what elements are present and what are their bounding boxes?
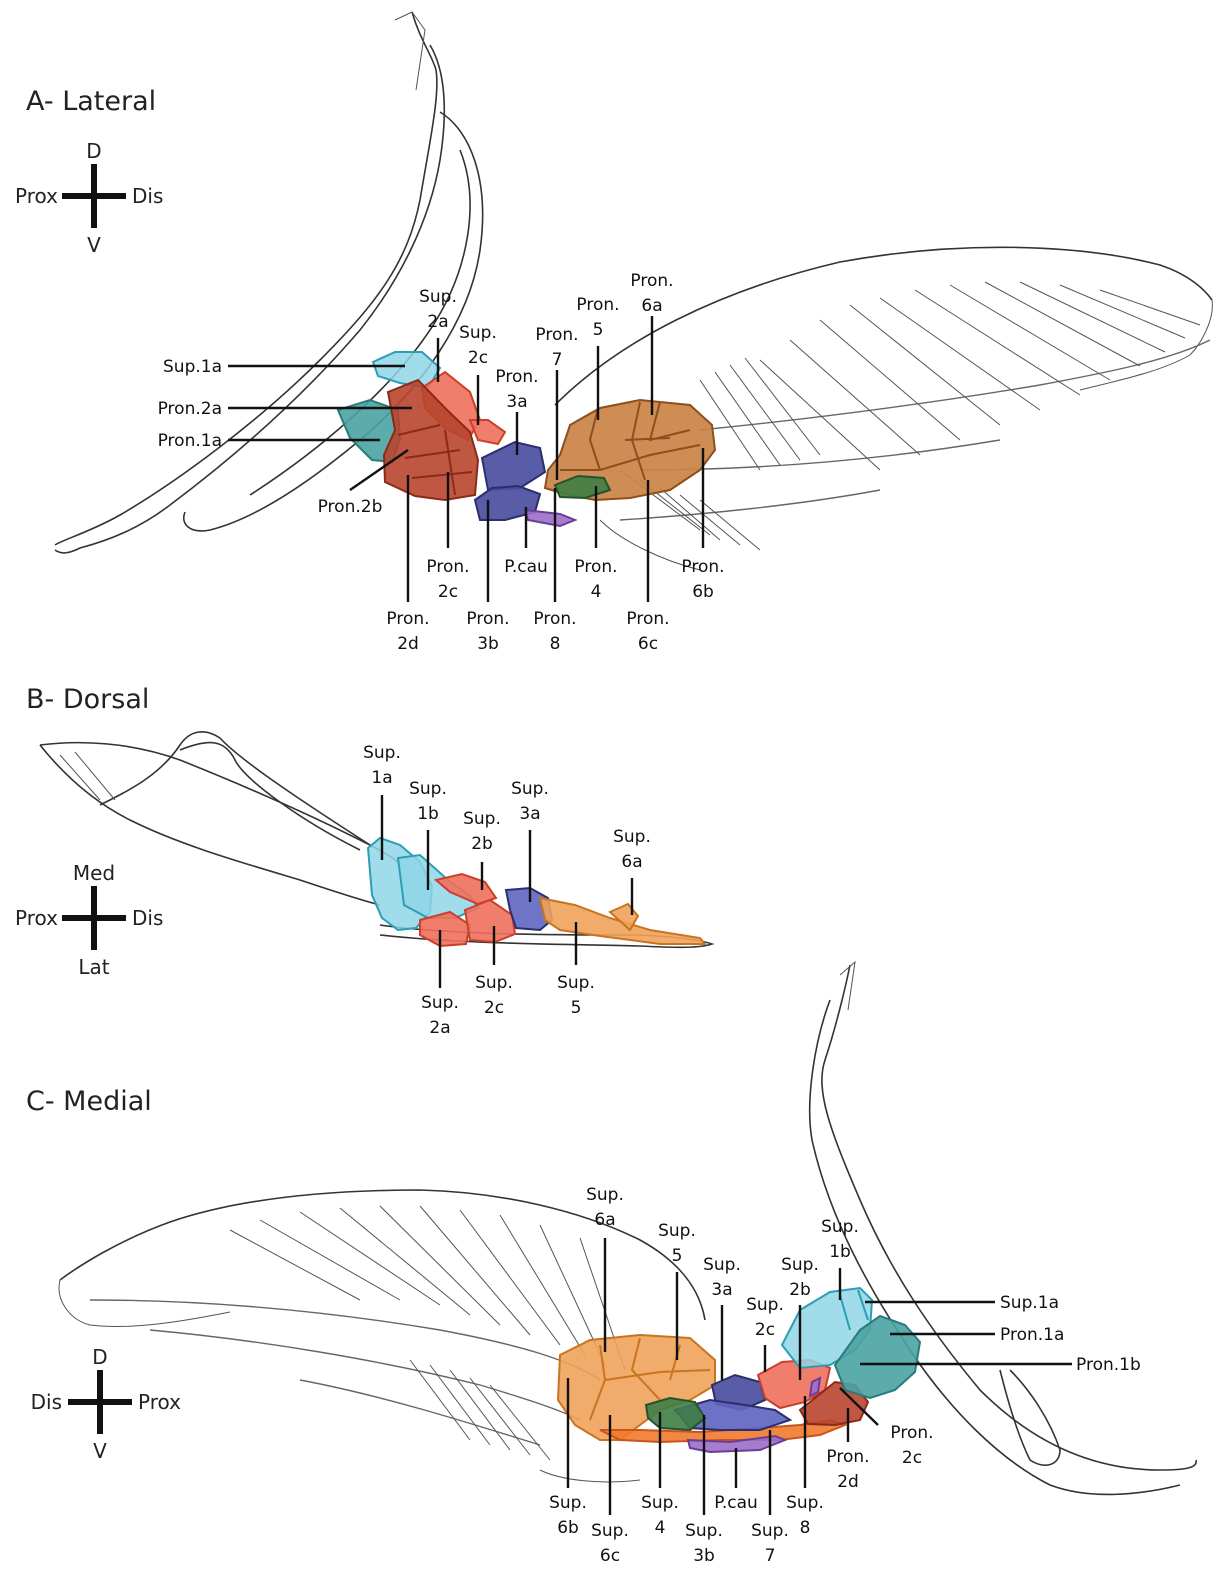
label-sup3a: Sup.3a: [511, 779, 549, 824]
label-sup1a: Sup.1a: [1000, 1293, 1059, 1313]
label-sup5: Sup.5: [557, 973, 595, 1018]
muscle-sup2a-dorsal: [420, 912, 470, 946]
label-pron1b: Pron.1b: [1076, 1355, 1141, 1375]
orient-top-label: D: [92, 1345, 107, 1369]
panel-a-lateral: A- Lateral D Prox Dis V: [15, 12, 1212, 654]
label-pron6b: Pron.6b: [681, 557, 724, 602]
label-sup2a: Sup.2a: [419, 287, 457, 332]
label-pron2d: Pron.2d: [386, 609, 429, 654]
muscle-sup2c-dorsal: [465, 900, 515, 942]
label-pron6a: Pron.6a: [630, 271, 673, 316]
label-pcau: P.cau: [504, 557, 548, 577]
orient-left-label: Dis: [31, 1390, 62, 1414]
orient-right-label: Dis: [132, 184, 163, 208]
label-sup2c: Sup.2c: [746, 1295, 784, 1340]
label-sup1a: Sup.1a: [163, 357, 222, 377]
label-sup2b: Sup.2b: [781, 1255, 819, 1300]
label-sup2c: Sup.2c: [475, 973, 513, 1018]
label-pron6c: Pron.6c: [626, 609, 669, 654]
label-pron2c: Pron.2c: [890, 1423, 933, 1468]
panel-b-dorsal: B- Dorsal Med Prox Dis Lat: [15, 684, 712, 1038]
label-pron2c: Pron.2c: [426, 557, 469, 602]
orient-left-label: Prox: [15, 906, 58, 930]
label-sup1b: Sup.1b: [821, 1217, 859, 1262]
label-sup6b: Sup.6b: [549, 1493, 587, 1538]
label-sup8: Sup.8: [786, 1493, 824, 1538]
muscle-pron3a-lateral: [482, 442, 545, 490]
orient-bottom-label: Lat: [78, 955, 109, 979]
panel-b-orientation-cross: Med Prox Dis Lat: [15, 861, 163, 979]
label-sup3b: Sup.3b: [685, 1521, 723, 1566]
label-pron1a: Pron.1a: [1000, 1325, 1064, 1345]
panel-c-medial: C- Medial D Dis Prox V: [26, 962, 1196, 1566]
label-pron3b: Pron.3b: [466, 609, 509, 654]
label-sup2a: Sup.2a: [421, 993, 459, 1038]
label-sup6a: Sup.6a: [586, 1185, 624, 1230]
orient-right-label: Dis: [132, 906, 163, 930]
label-pron2a: Pron.2a: [158, 399, 222, 419]
label-pron2d: Pron.2d: [826, 1447, 869, 1492]
label-sup1a: Sup.1a: [363, 743, 401, 788]
panel-c-orientation-cross: D Dis Prox V: [31, 1345, 182, 1463]
orient-top-label: Med: [73, 861, 115, 885]
label-pron7: Pron.7: [535, 325, 578, 370]
label-sup6a: Sup.6a: [613, 827, 651, 872]
label-sup3a: Sup.3a: [703, 1255, 741, 1300]
orient-bottom-label: V: [93, 1439, 107, 1463]
panel-b-title: B- Dorsal: [26, 684, 149, 715]
muscle-sup2c-lateral: [470, 420, 505, 444]
muscle-pcau-lateral: [525, 510, 575, 526]
orient-top-label: D: [86, 139, 101, 163]
label-pron5: Pron.5: [576, 295, 619, 340]
orient-left-label: Prox: [15, 184, 58, 208]
label-pron4: Pron.4: [574, 557, 617, 602]
panel-a-title: A- Lateral: [26, 86, 156, 117]
label-sup4: Sup.4: [641, 1493, 679, 1538]
label-pron3a: Pron.3a: [495, 367, 538, 412]
muscle-sup4-medial: [646, 1398, 705, 1430]
label-sup2b: Sup.2b: [463, 809, 501, 854]
orient-bottom-label: V: [87, 233, 101, 257]
panel-a-orientation-cross: D Prox Dis V: [15, 139, 163, 257]
panel-c-muscles: [558, 1288, 920, 1452]
panel-c-title: C- Medial: [26, 1086, 152, 1117]
label-pcau: P.cau: [714, 1493, 758, 1513]
orient-right-label: Prox: [138, 1390, 181, 1414]
label-sup7: Sup.7: [751, 1521, 789, 1566]
label-sup2c: Sup.2c: [459, 323, 497, 368]
label-pron1a: Pron.1a: [158, 431, 222, 451]
label-pron2b: Pron.2b: [318, 497, 383, 517]
label-sup5: Sup.5: [658, 1221, 696, 1266]
label-sup1b: Sup.1b: [409, 779, 447, 824]
label-pron8: Pron.8: [533, 609, 576, 654]
label-sup6c: Sup.6c: [591, 1521, 629, 1566]
